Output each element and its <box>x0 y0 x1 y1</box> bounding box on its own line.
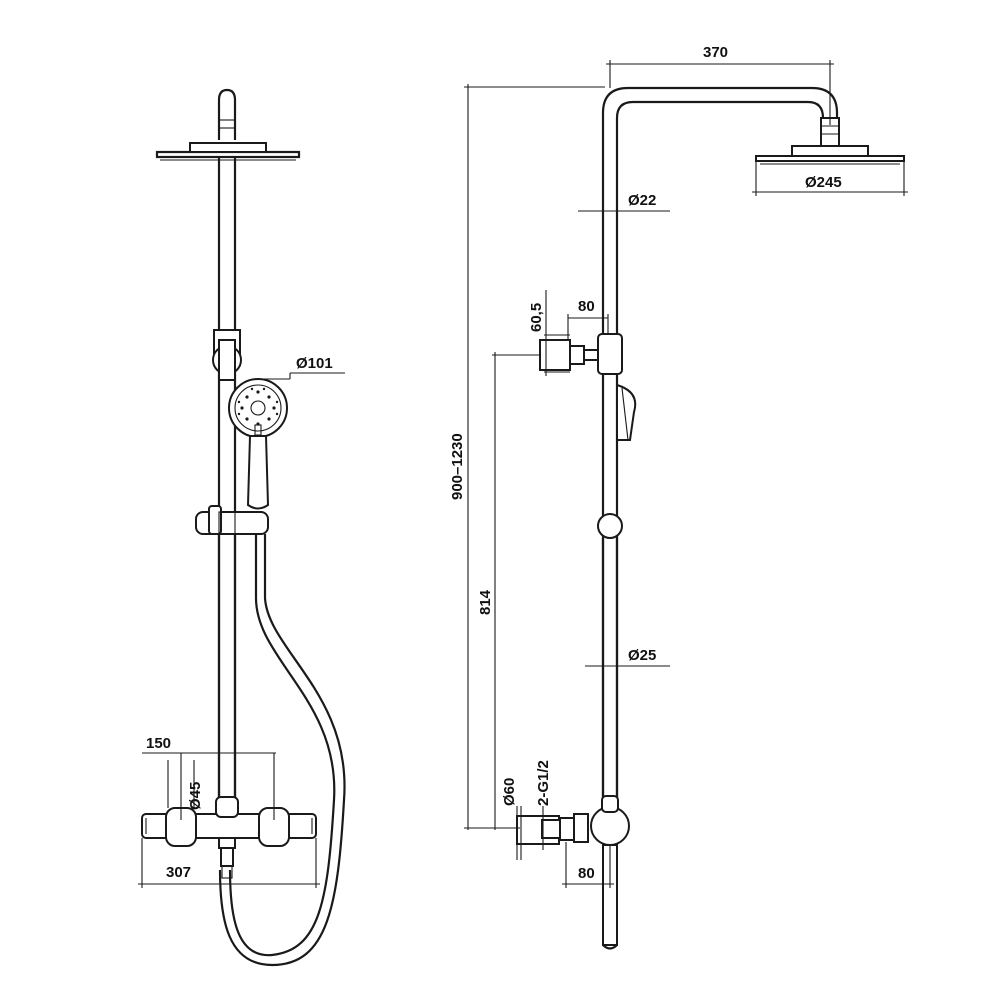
side-head-shower <box>755 145 905 165</box>
dim-connector-offset-label: 80 <box>578 865 595 882</box>
dim-bracket-height: 60,5 <box>528 290 570 376</box>
dim-knob-diameter-label: Ø45 <box>187 782 204 810</box>
dim-riser-bottom-label: Ø25 <box>628 647 656 664</box>
side-view: 370 Ø245 Ø22 900–1230 80 60,5 <box>449 44 908 950</box>
dim-riser-top-label: Ø22 <box>628 192 656 209</box>
dim-connector-diameter-label: Ø60 <box>501 778 518 806</box>
dim-hand-diameter-label: Ø101 <box>296 355 333 372</box>
dim-bracket-offset-label: 80 <box>578 298 595 315</box>
dim-riser-bottom: Ø25 <box>585 647 670 667</box>
front-view: Ø101 150 Ø45 307 <box>138 88 346 967</box>
dim-riser-height-label: 900–1230 <box>449 433 466 500</box>
dim-head-diameter-label: Ø245 <box>805 174 842 191</box>
dim-head-diameter: Ø245 <box>752 161 908 196</box>
dim-knob-diameter: Ø45 <box>167 760 204 810</box>
dim-connector-offset: 80 <box>562 842 614 888</box>
dim-arm-length: 370 <box>606 44 834 125</box>
dim-riser-height: 900–1230 <box>449 84 605 830</box>
dim-connector-thread: 2-G1/2 <box>535 760 552 850</box>
dim-hand-diameter: Ø101 <box>258 355 345 380</box>
dim-valve-width-label: 307 <box>166 864 191 881</box>
dim-valve-width: 307 <box>138 838 320 888</box>
dim-bracket-height-label: 60,5 <box>528 303 545 332</box>
dim-arm-length-label: 370 <box>703 44 728 61</box>
dim-riser-top: Ø22 <box>578 192 670 212</box>
dim-connector-diameter: Ø60 <box>501 778 522 860</box>
dim-outlet-height-label: 814 <box>477 589 494 615</box>
dim-valve-spacing: 150 <box>142 735 276 820</box>
dim-valve-spacing-label: 150 <box>146 735 171 752</box>
front-thermostat <box>141 796 317 879</box>
dim-connector-thread-label: 2-G1/2 <box>535 760 552 806</box>
dim-bracket-offset: 80 <box>567 298 609 340</box>
side-thermostat <box>516 795 630 950</box>
front-hand-shower <box>228 378 288 510</box>
dim-outlet-height: 814 <box>477 352 540 830</box>
